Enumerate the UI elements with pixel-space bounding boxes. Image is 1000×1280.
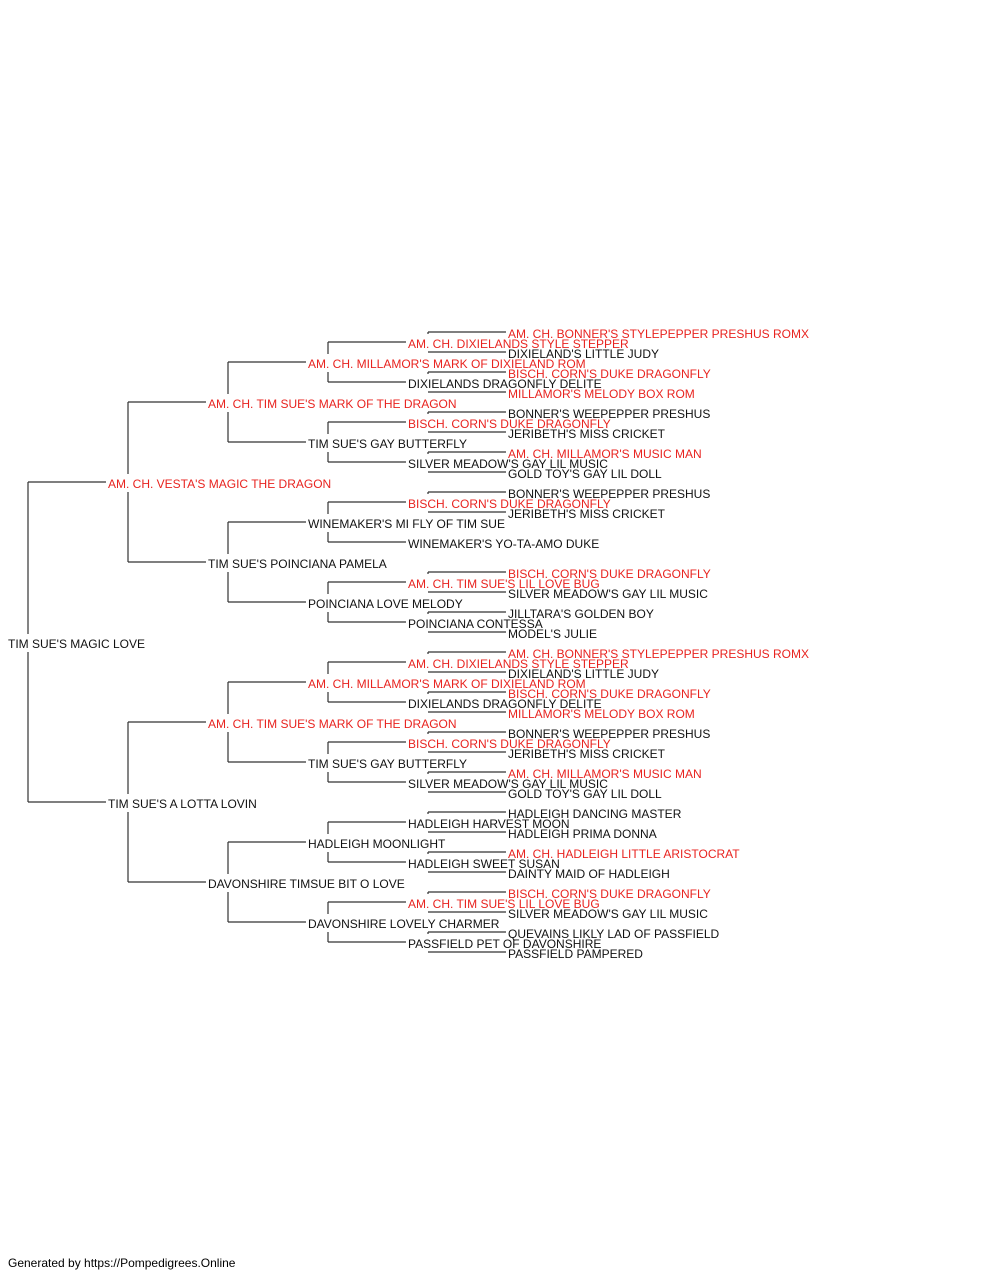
dog-name-root-sire-sire-dam-sire: BISCH. CORN'S DUKE DRAGONFLY	[408, 417, 611, 431]
dog-name-root-dam-dam-dam-dam: PASSFIELD PET OF DAVONSHIRE	[408, 937, 601, 951]
dog-name-root-dam-dam: DAVONSHIRE TIMSUE BIT O LOVE	[208, 877, 405, 891]
dog-name-root-sire-sire-sire-sire-dam: DIXIELAND'S LITTLE JUDY	[508, 347, 659, 361]
dog-name-root-dam-dam-dam-sire-dam: SILVER MEADOW'S GAY LIL MUSIC	[508, 907, 708, 921]
dog-name-root-sire-dam-dam: POINCIANA LOVE MELODY	[308, 597, 463, 611]
dog-name-root-dam-sire-sire-dam-sire: BISCH. CORN'S DUKE DRAGONFLY	[508, 687, 711, 701]
dog-name-root-sire-sire-sire-dam: DIXIELANDS DRAGONFLY DELITE	[408, 377, 602, 391]
dog-name-root: TIM SUE'S MAGIC LOVE	[8, 637, 145, 651]
dog-name-root-dam-dam-sire: HADLEIGH MOONLIGHT	[308, 837, 446, 851]
dog-name-root-sire-dam-dam-dam: POINCIANA CONTESSA	[408, 617, 543, 631]
dog-name-root-dam: TIM SUE'S A LOTTA LOVIN	[108, 797, 257, 811]
dog-name-root-dam-dam-dam-dam-dam: PASSFIELD PAMPERED	[508, 947, 643, 961]
dog-name-root-sire-sire-dam-sire-sire: BONNER'S WEEPEPPER PRESHUS	[508, 407, 710, 421]
dog-name-root-dam-sire-dam-sire-dam: JERIBETH'S MISS CRICKET	[508, 747, 666, 761]
dog-name-root-dam-sire-dam: TIM SUE'S GAY BUTTERFLY	[308, 757, 467, 771]
dog-name-root-sire-sire-sire: AM. CH. MILLAMOR'S MARK OF DIXIELAND ROM	[308, 357, 586, 371]
dog-name-root-sire-sire-dam-dam-sire: AM. CH. MILLAMOR'S MUSIC MAN	[508, 447, 702, 461]
dog-name-root-sire-dam-dam-dam-sire: JILLTARA'S GOLDEN BOY	[508, 607, 654, 621]
dog-name-root-sire-sire-dam-sire-dam: JERIBETH'S MISS CRICKET	[508, 427, 666, 441]
dog-name-root-dam-sire-dam-dam-sire: AM. CH. MILLAMOR'S MUSIC MAN	[508, 767, 702, 781]
dog-name-root-sire-sire-sire-dam-sire: BISCH. CORN'S DUKE DRAGONFLY	[508, 367, 711, 381]
dog-name-root-sire-dam-dam-sire-sire: BISCH. CORN'S DUKE DRAGONFLY	[508, 567, 711, 581]
dog-name-root-sire-sire-dam-dam: SILVER MEADOW'S GAY LIL MUSIC	[408, 457, 608, 471]
dog-name-root-sire-dam-dam-sire-dam: SILVER MEADOW'S GAY LIL MUSIC	[508, 587, 708, 601]
dog-name-root-dam-sire-sire-dam-dam: MILLAMOR'S MELODY BOX ROM	[508, 707, 695, 721]
dog-name-root-sire-sire: AM. CH. TIM SUE'S MARK OF THE DRAGON	[208, 397, 457, 411]
dog-name-root-dam-dam-sire-sire: HADLEIGH HARVEST MOON	[408, 817, 570, 831]
footer-credit: Generated by https://Pompedigrees.Online	[8, 1256, 236, 1270]
dog-name-root-sire-dam: TIM SUE'S POINCIANA PAMELA	[208, 557, 387, 571]
dog-name-root-dam-dam-sire-sire-sire: HADLEIGH DANCING MASTER	[508, 807, 682, 821]
dog-name-root-sire-dam-sire-sire-dam: JERIBETH'S MISS CRICKET	[508, 507, 666, 521]
dog-name-root-dam-dam-dam-dam-sire: QUEVAINS LIKLY LAD OF PASSFIELD	[508, 927, 720, 941]
dog-name-root-sire-dam-sire: WINEMAKER'S MI FLY OF TIM SUE	[308, 517, 505, 531]
dog-name-root-dam-sire-sire-dam: DIXIELANDS DRAGONFLY DELITE	[408, 697, 602, 711]
dog-name-root-dam-dam-dam-sire: AM. CH. TIM SUE'S LIL LOVE BUG	[408, 897, 600, 911]
dog-name-root-dam-dam-sire-dam: HADLEIGH SWEET SUSAN	[408, 857, 560, 871]
dog-name-root-dam-sire-dam-sire: BISCH. CORN'S DUKE DRAGONFLY	[408, 737, 611, 751]
dog-name-root-dam-sire-sire-sire-sire: AM. CH. BONNER'S STYLEPEPPER PRESHUS ROM…	[508, 647, 809, 661]
dog-name-root-dam-sire-sire-sire-dam: DIXIELAND'S LITTLE JUDY	[508, 667, 659, 681]
dog-name-root-sire-dam-dam-sire: AM. CH. TIM SUE'S LIL LOVE BUG	[408, 577, 600, 591]
dog-name-root-sire-sire-dam-dam-dam: GOLD TOY'S GAY LIL DOLL	[508, 467, 662, 481]
dog-name-root-sire-dam-sire-sire: BISCH. CORN'S DUKE DRAGONFLY	[408, 497, 611, 511]
dog-name-root-sire-sire-sire-sire: AM. CH. DIXIELANDS STYLE STEPPER	[408, 337, 629, 351]
dog-name-root-dam-dam-sire-sire-dam: HADLEIGH PRIMA DONNA	[508, 827, 657, 841]
dog-name-root-dam-sire-dam-dam: SILVER MEADOW'S GAY LIL MUSIC	[408, 777, 608, 791]
dog-name-root-sire-sire-dam: TIM SUE'S GAY BUTTERFLY	[308, 437, 467, 451]
dog-name-root-sire: AM. CH. VESTA'S MAGIC THE DRAGON	[108, 477, 331, 491]
dog-name-root-dam-dam-dam: DAVONSHIRE LOVELY CHARMER	[308, 917, 500, 931]
dog-name-root-dam-sire-sire-sire: AM. CH. DIXIELANDS STYLE STEPPER	[408, 657, 629, 671]
dog-name-root-dam-sire: AM. CH. TIM SUE'S MARK OF THE DRAGON	[208, 717, 457, 731]
dog-name-root-dam-dam-sire-dam-dam: DAINTY MAID OF HADLEIGH	[508, 867, 670, 881]
dog-name-root-sire-sire-sire-dam-dam: MILLAMOR'S MELODY BOX ROM	[508, 387, 695, 401]
dog-name-root-sire-dam-sire-dam: WINEMAKER'S YO-TA-AMO DUKE	[408, 537, 599, 551]
dog-name-root-dam-sire-dam-sire-sire: BONNER'S WEEPEPPER PRESHUS	[508, 727, 710, 741]
dog-name-root-dam-dam-sire-dam-sire: AM. CH. HADLEIGH LITTLE ARISTOCRAT	[508, 847, 740, 861]
dog-name-root-sire-dam-dam-dam-dam: MODEL'S JULIE	[508, 627, 597, 641]
dog-name-root-sire-sire-sire-sire-sire: AM. CH. BONNER'S STYLEPEPPER PRESHUS ROM…	[508, 327, 809, 341]
dog-name-root-dam-dam-dam-sire-sire: BISCH. CORN'S DUKE DRAGONFLY	[508, 887, 711, 901]
dog-name-root-dam-sire-dam-dam-dam: GOLD TOY'S GAY LIL DOLL	[508, 787, 662, 801]
dog-name-root-dam-sire-sire: AM. CH. MILLAMOR'S MARK OF DIXIELAND ROM	[308, 677, 586, 691]
dog-name-root-sire-dam-sire-sire-sire: BONNER'S WEEPEPPER PRESHUS	[508, 487, 710, 501]
